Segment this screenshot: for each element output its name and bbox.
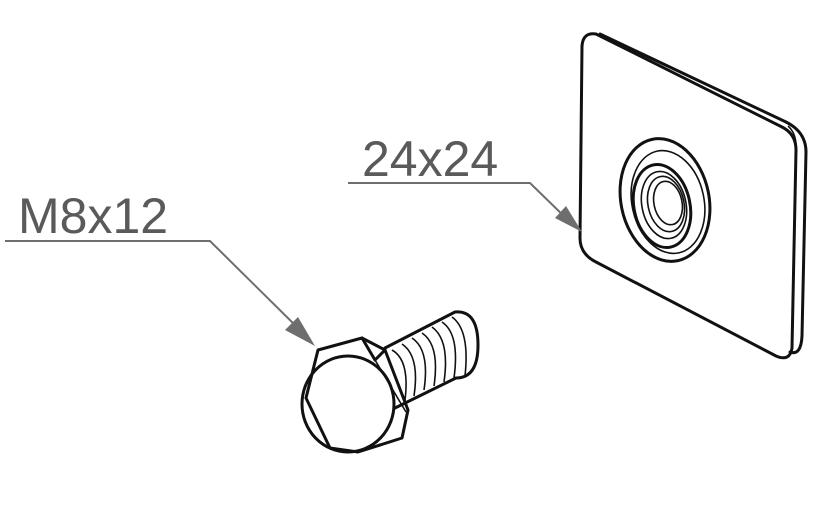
bolt-leader: [5, 240, 315, 346]
bolt-thread: [383, 310, 480, 410]
arrowhead-icon: [285, 317, 315, 346]
hex-head: [300, 336, 410, 454]
plate-size-label: 24x24: [362, 131, 498, 187]
internal-thread-lines: [640, 170, 688, 240]
square-plate-nut: [578, 32, 808, 360]
bolt-size-label: M8x12: [18, 188, 168, 244]
arrowhead-icon: [555, 206, 582, 232]
hex-bolt: [300, 310, 480, 454]
plate-leader: [348, 182, 582, 232]
